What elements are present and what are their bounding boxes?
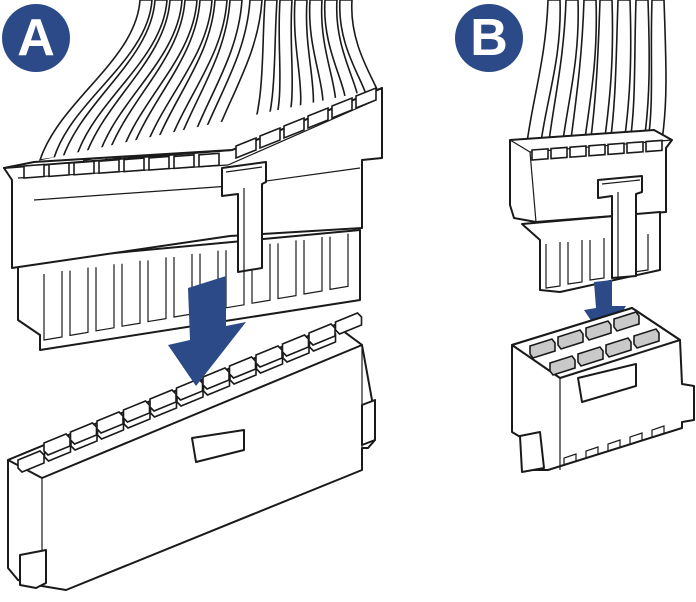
plug-a-cell (24, 165, 44, 179)
plug-b-cell (589, 145, 605, 156)
plug-a-cell (174, 155, 194, 169)
plug-a-cell (149, 157, 169, 171)
plug-b-housing (510, 130, 672, 292)
panel-b (510, 0, 694, 472)
plug-b-cell (532, 149, 548, 160)
wire-b (648, 0, 666, 141)
socket-b (512, 308, 694, 472)
label-a-text: A (17, 12, 55, 64)
plug-a-cell (49, 163, 69, 177)
label-badge-a: A (2, 4, 70, 72)
wire-b (630, 0, 649, 143)
label-badge-b: B (455, 4, 523, 72)
plug-b-cell (627, 142, 643, 153)
plug-b-cell (570, 146, 586, 157)
plug-a-cell (199, 153, 219, 167)
plug-b-wires (526, 0, 666, 150)
plug-a-cell (124, 158, 144, 172)
label-b-text: B (470, 12, 508, 64)
plug-a-cell (99, 160, 119, 174)
plug-b-cell (551, 147, 567, 158)
panel-a (4, 0, 382, 590)
plug-b-cell (608, 143, 624, 154)
plug-a-cell (74, 161, 94, 175)
plug-b-cell (646, 140, 662, 151)
socket-a-pin (336, 313, 362, 334)
